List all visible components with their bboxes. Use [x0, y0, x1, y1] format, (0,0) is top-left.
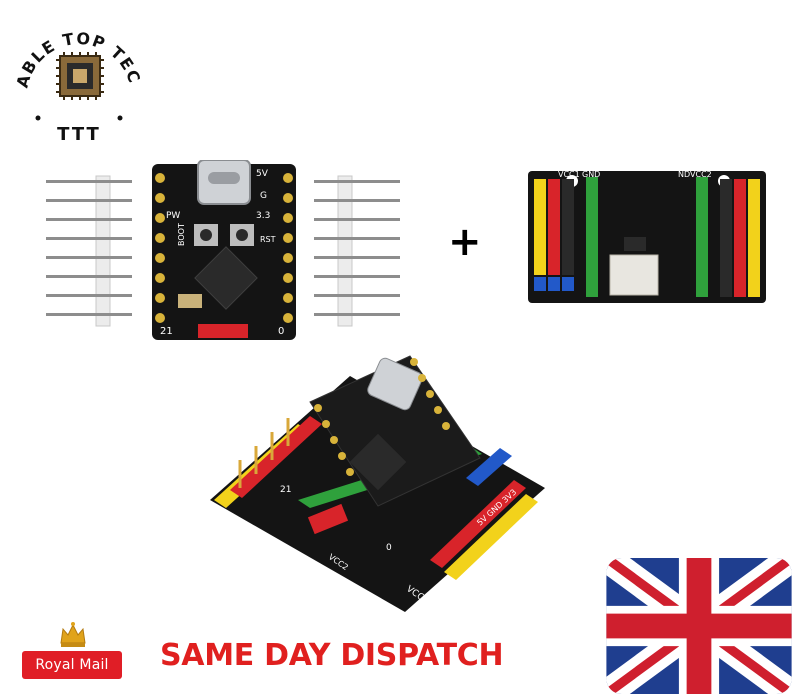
assembled-left-headers	[214, 416, 322, 508]
assembled-usb-c-icon	[367, 357, 423, 411]
label-3v3: 3.3	[256, 211, 270, 221]
label-5v: 5V	[256, 169, 269, 179]
plus-icon: +	[448, 219, 482, 265]
assembled-label-pin-21: 21	[280, 485, 291, 495]
label-pin-21: 21	[160, 326, 173, 337]
crown-icon	[60, 622, 86, 647]
esp32-pcb: 5V G 3.3 PW BOOT RST 21 0	[152, 159, 296, 340]
royal-mail-label: Royal Mail	[22, 651, 122, 679]
right-pin-header	[314, 175, 400, 327]
expansion-shield-board: VCC1 GND NDVCC2	[528, 167, 766, 307]
uk-flag-icon	[606, 558, 792, 694]
label-boot: BOOT	[177, 223, 186, 246]
logo-abbreviation: TTT	[57, 124, 101, 145]
table-top-tech-logo: TABLE TOP TECH TTT	[1, 0, 150, 150]
shield-label-gnd: GND	[582, 170, 600, 179]
shield-label-vcc1: VCC1	[558, 170, 580, 179]
royal-mail-logo: Royal Mail	[18, 615, 128, 693]
label-pin-0: 0	[278, 326, 284, 337]
assembled-board: GNDVCC2 VCC1GND 5V GND 3V3 VCC2 21 0	[200, 350, 555, 618]
right-header-columns	[696, 177, 760, 297]
logo-graphic: TABLE TOP TECH TTT	[1, 0, 143, 145]
esp32-c3-board-with-headers: 5V G 3.3 PW BOOT RST 21 0	[38, 159, 408, 340]
shield-label-vcc2: NDVCC2	[678, 170, 712, 179]
assembled-right-headers	[430, 448, 538, 580]
same-day-dispatch-banner: SAME DAY DISPATCH	[160, 638, 504, 673]
assembled-label-pin-0: 0	[386, 543, 392, 553]
label-g: G	[260, 191, 267, 201]
label-rst: RST	[260, 235, 276, 244]
power-connector-icon	[609, 254, 659, 296]
left-pin-header	[46, 175, 132, 327]
assembled-label-gndvcc2: GNDVCC2	[234, 530, 277, 564]
left-header-columns	[534, 177, 598, 297]
label-pw: PW	[166, 211, 180, 221]
